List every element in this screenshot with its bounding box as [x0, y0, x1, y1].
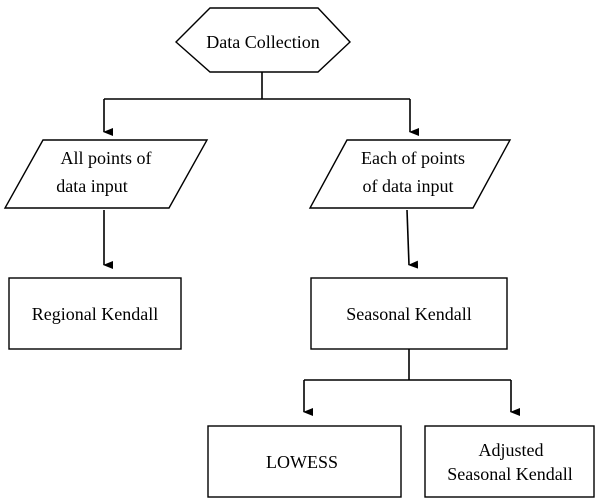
rectangle-shape	[207, 425, 402, 498]
node-lowess: LOWESS	[207, 425, 402, 498]
rectangle-shape	[310, 277, 508, 350]
parallelogram-shape	[3, 139, 209, 209]
parallelogram-shape	[308, 139, 512, 209]
node-label-line-1: All points of	[60, 148, 151, 168]
node-each-points-data-input: Each of points of data input	[308, 139, 512, 209]
node-seasonal-kendall: Seasonal Kendall	[310, 277, 508, 350]
node-label-line-2: of data input	[363, 176, 454, 196]
node-adjusted-seasonal-kendall: Adjusted Seasonal Kendall	[424, 425, 595, 498]
edges	[103, 72, 520, 416]
node-label-line-2: data input	[56, 176, 127, 196]
rectangle-shape	[8, 277, 182, 350]
node-label: LOWESS	[266, 452, 338, 472]
node-regional-kendall: Regional Kendall	[8, 277, 182, 350]
node-label-line-1: Each of points	[361, 148, 465, 168]
node-all-points-data-input: All points of data input	[3, 139, 209, 209]
node-label: Regional Kendall	[32, 304, 158, 324]
node-label-line-2: Seasonal Kendall	[447, 464, 572, 484]
node-label-line-1: Adjusted	[479, 440, 544, 460]
rectangle-shape	[424, 425, 595, 498]
hexagon-shape	[174, 7, 351, 73]
edge-each-points-to-seasonal	[406, 209, 419, 269]
node-label: Data Collection	[206, 32, 319, 52]
node-label: Seasonal Kendall	[346, 304, 471, 324]
node-data-collection: Data Collection	[174, 7, 351, 73]
